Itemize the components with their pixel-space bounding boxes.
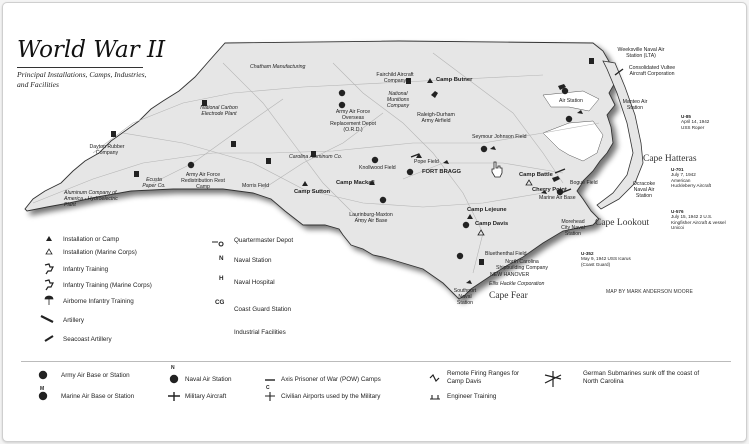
label-camp-lejeune: Camp Lejeune bbox=[467, 207, 507, 213]
legend-marine-air-base: Marine Air Base or Station bbox=[61, 393, 135, 400]
label-cape-fear: Cape Fear bbox=[489, 291, 528, 301]
legend-engineer: Engineer Training bbox=[447, 393, 497, 400]
submarine-u576-text: July 15, 1942 2 U.S. Kingfisher Aircraft… bbox=[671, 214, 726, 230]
legend-pow: Axis Prisoner of War (POW) Camps bbox=[281, 376, 381, 383]
legend-quartermaster: Quartermaster Depot bbox=[234, 237, 294, 244]
map-credit: MAP BY MARK ANDERSON MOORE bbox=[606, 289, 693, 295]
title-rule bbox=[17, 67, 143, 68]
label-camp-davis: Camp Davis bbox=[475, 221, 509, 227]
legend-remote-ranges: Remote Firing Ranges for Camp Davis bbox=[447, 370, 520, 385]
label-knollwood: Knollwood Field bbox=[359, 165, 396, 171]
legend-symbol-n: N bbox=[219, 255, 224, 262]
label-camp-sutton: Camp Sutton bbox=[294, 189, 331, 195]
state-outline bbox=[24, 40, 617, 300]
label-fort-bragg: FORT BRAGG bbox=[422, 169, 461, 175]
legend-submarines: German Submarines sunk off the coast of … bbox=[583, 370, 700, 385]
legend-symbol-c: C bbox=[266, 385, 270, 391]
submarine-u352-text: May 9, 1942 USS Icarus (Coast Guard) bbox=[581, 256, 631, 267]
submarine-u576-name: U-576 bbox=[671, 209, 684, 214]
label-bogue-field: Bogue Field bbox=[570, 180, 598, 186]
label-pope-field: Pope Field bbox=[414, 159, 439, 165]
legend-seacoast-artillery: Seacoast Artillery bbox=[63, 336, 112, 343]
map-title: World War II bbox=[17, 37, 166, 63]
label-ellis-hackle: Ellis Hackle Corporation bbox=[489, 281, 545, 287]
legend-industrial: Industrial Facilities bbox=[234, 329, 286, 336]
label-bluethenthal: Bluethenthal Field bbox=[485, 251, 527, 257]
legend-symbol-h: H bbox=[219, 275, 224, 282]
map-symbols bbox=[111, 58, 624, 284]
submarine-u85-text: April 14, 1942 USS Roper bbox=[681, 119, 710, 130]
label-consolidated-vultee: Consolidated Vultee Aircraft Corporation bbox=[628, 65, 676, 77]
label-fairchild: Fairchild Aircraft Company bbox=[376, 72, 414, 84]
label-cape-lookout: Cape Lookout bbox=[595, 218, 650, 228]
label-nc-shipbuilding: North Carolina Shipbuilding Company bbox=[496, 259, 548, 271]
legend-symbol-cg: CG bbox=[215, 299, 225, 306]
legend-symbol-m: M bbox=[40, 386, 45, 392]
label-morehead: Morehead City Naval Station bbox=[561, 219, 585, 237]
submarine-u701-name: U-701 bbox=[671, 167, 684, 172]
legend-army-air-base: Army Air Base or Station bbox=[61, 372, 130, 379]
label-aaf-overseas: Army Air Force Overseas Replacement Depo… bbox=[330, 109, 376, 133]
label-national-carbon: National Carbon Electrode Plant bbox=[200, 105, 238, 117]
legend-divider bbox=[21, 361, 731, 362]
legend-installation-marine: Installation (Marine Corps) bbox=[63, 249, 137, 256]
label-dayton-rubber: Dayton Rubber Company bbox=[89, 144, 125, 156]
label-cape-hatteras: Cape Hatteras bbox=[643, 154, 697, 164]
legend-artillery: Artillery bbox=[63, 317, 84, 324]
legend-naval-air-station: Naval Air Station bbox=[185, 376, 232, 383]
label-ocracoke: Ocracoke Naval Air Station bbox=[632, 181, 656, 199]
outer-banks bbox=[596, 60, 644, 210]
label-laurinburg: Laurinburg-Maxton Army Air Base bbox=[349, 212, 393, 224]
legend-installation: Installation or Camp bbox=[63, 236, 119, 243]
label-weeksville: Weeksville Naval Air Station (LTA) bbox=[617, 47, 665, 59]
legend-airborne: Airborne Infantry Training bbox=[63, 298, 134, 305]
legend-symbol-n2: N bbox=[171, 365, 175, 371]
cursor-icon bbox=[491, 161, 503, 178]
label-carolina-aluminum: Carolina Aluminum Co. bbox=[289, 154, 343, 160]
legend-naval-station: Naval Station bbox=[234, 257, 272, 264]
nc-map bbox=[24, 40, 644, 401]
label-alcoa: Aluminum Company of America - Hydroelect… bbox=[64, 190, 118, 208]
label-new-hanover: NEW HANOVER bbox=[490, 272, 530, 278]
label-marine-air-base: Marine Air Base bbox=[539, 195, 576, 201]
submarine-u85-name: U-85 bbox=[681, 114, 691, 119]
label-chatham: Chatham Manufacturing bbox=[250, 64, 306, 70]
map-subtitle: Principal Installations, Camps, Industri… bbox=[17, 70, 147, 89]
legend-infantry-marine: Infantry Training (Marine Corps) bbox=[63, 282, 152, 289]
label-manteo: Manteo Air Station bbox=[622, 99, 648, 111]
legend-naval-hospital: Naval Hospital bbox=[234, 279, 275, 286]
label-morris-field: Morris Field bbox=[242, 183, 270, 189]
label-cherry-point: Cherry Point bbox=[532, 187, 567, 193]
label-raleigh-durham: Raleigh-Durham Army Airfield bbox=[417, 112, 455, 124]
submarine-u701-text: July 7, 1942 American Huckleberry Aircra… bbox=[671, 172, 712, 188]
submarine-u352-name: U-352 bbox=[581, 251, 594, 256]
label-seymour-johnson: Seymour Johnson Field bbox=[472, 134, 527, 140]
legend-symbols bbox=[38, 236, 562, 401]
label-aaf-redistribution: Army Air Force Redistribution Rest Camp bbox=[181, 172, 225, 190]
label-camp-mackall: Camp Mackall bbox=[336, 180, 375, 186]
label-camp-battle: Camp Battle bbox=[519, 172, 553, 178]
label-air-station: Air Station bbox=[559, 98, 583, 104]
label-camp-butner: Camp Butner bbox=[436, 77, 473, 83]
legend-infantry-training: Infantry Training bbox=[63, 266, 109, 273]
legend-military-aircraft: Military Aircraft bbox=[185, 393, 227, 400]
label-southport: Southport Naval Station bbox=[453, 288, 477, 306]
legend-coast-guard: Coast Guard Station bbox=[234, 306, 292, 313]
label-ecusta: Ecusta Paper Co. bbox=[142, 177, 166, 189]
label-national-munitions: National Munitions Company bbox=[386, 91, 410, 109]
legend-civilian-airports: Civilian Airports used by the Military bbox=[281, 393, 381, 400]
